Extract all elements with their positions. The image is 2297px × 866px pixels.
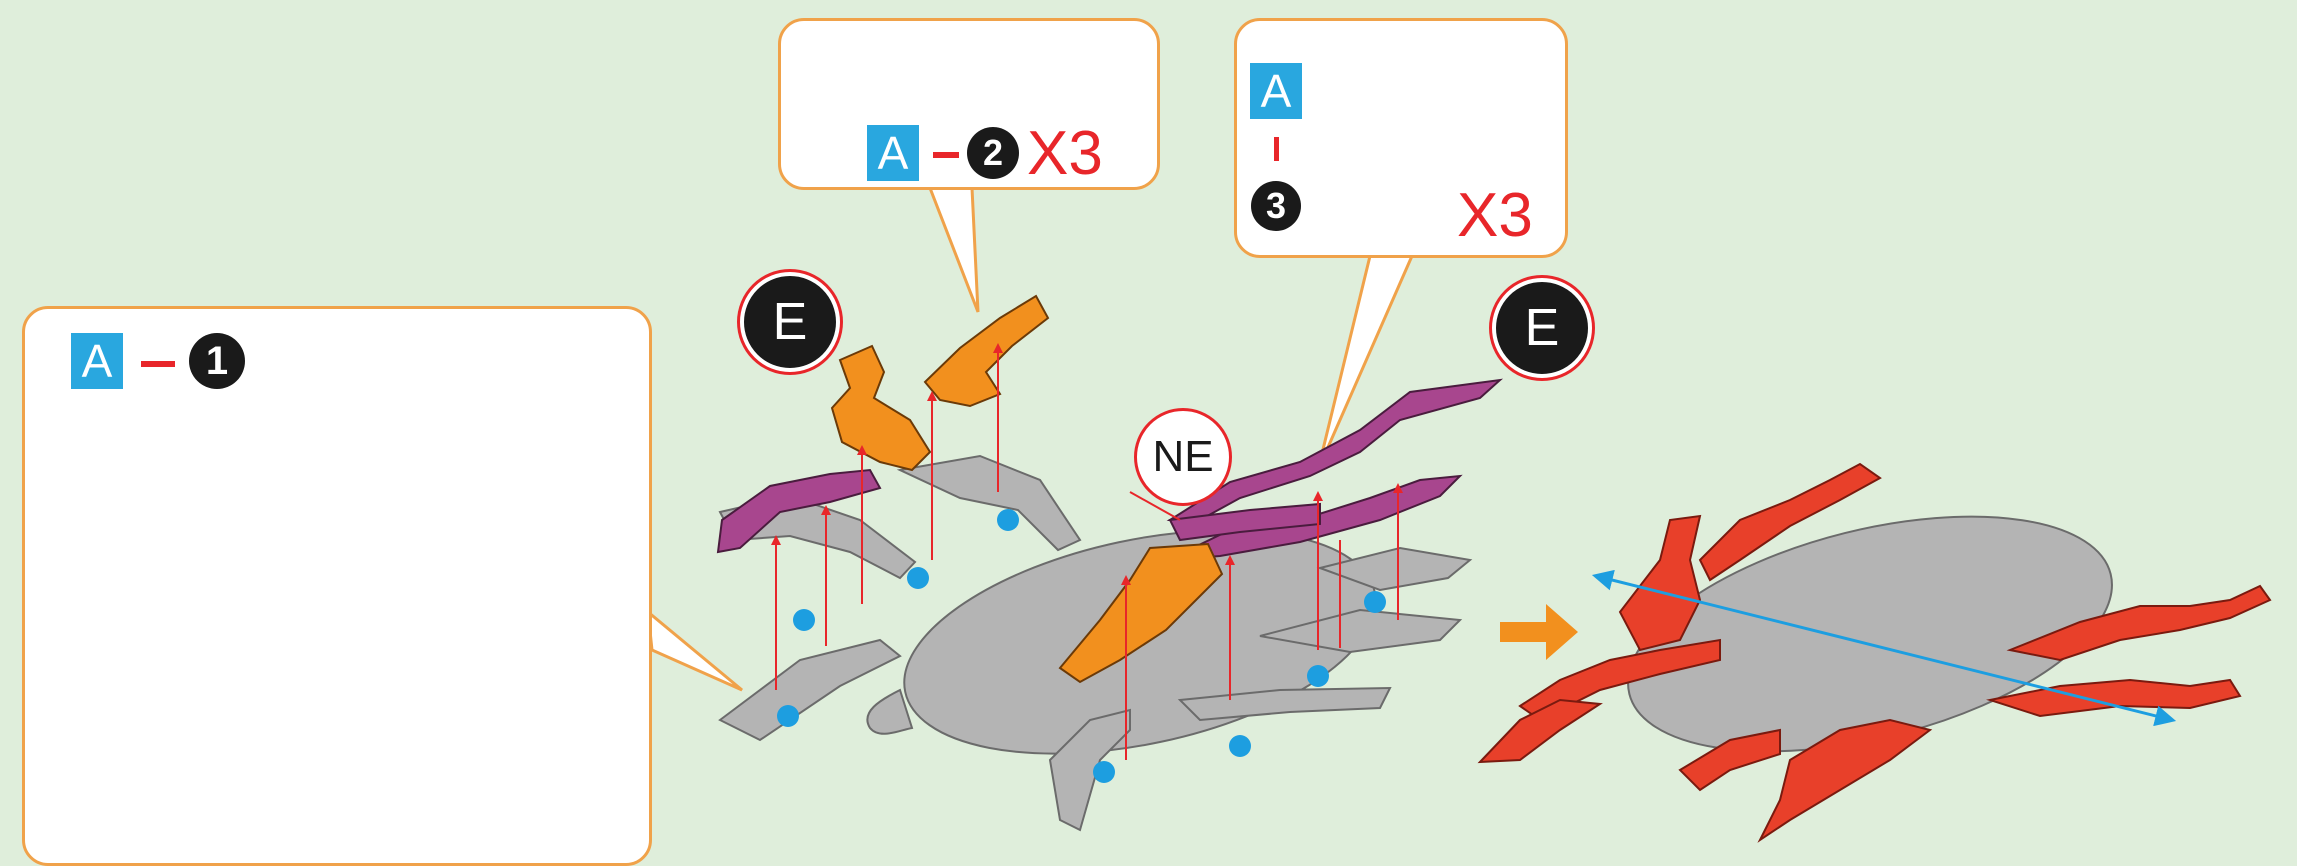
part-number-badge: 1 xyxy=(189,333,245,389)
part-number-badge: 2 xyxy=(967,127,1019,179)
callout-tail-a1 xyxy=(646,608,743,692)
e-marker-left: E xyxy=(740,272,840,372)
assembly-guide-lines xyxy=(771,343,1403,760)
separator-dash xyxy=(933,152,959,158)
peg-dots xyxy=(777,509,1386,783)
part-letter-tag: A xyxy=(71,333,123,389)
beetle-head-base xyxy=(866,688,914,735)
base-legs xyxy=(718,454,1473,832)
purple-legs-a3 xyxy=(716,378,1504,561)
quantity-label: X3 xyxy=(1027,119,1103,188)
callout-a1: A 1 xyxy=(22,306,652,866)
e-marker-right: E xyxy=(1492,278,1592,378)
orange-legs-a2 xyxy=(830,294,1224,684)
callout-a3: A 3 X3 xyxy=(1234,18,1568,258)
next-step-arrow xyxy=(1500,604,1578,660)
separator-dash xyxy=(1274,137,1279,161)
measure-arrow xyxy=(1591,569,2177,727)
part-number-badge: 3 xyxy=(1251,181,1301,231)
part-letter-tag: A xyxy=(1250,63,1302,119)
callout-tail-a2 xyxy=(927,186,980,313)
part-letter-tag: A xyxy=(867,125,919,181)
ne-marker: NE xyxy=(1134,408,1232,506)
separator-dash xyxy=(141,361,175,367)
callout-a2: A 2 X3 xyxy=(778,18,1160,190)
quantity-label: X3 xyxy=(1457,181,1533,250)
